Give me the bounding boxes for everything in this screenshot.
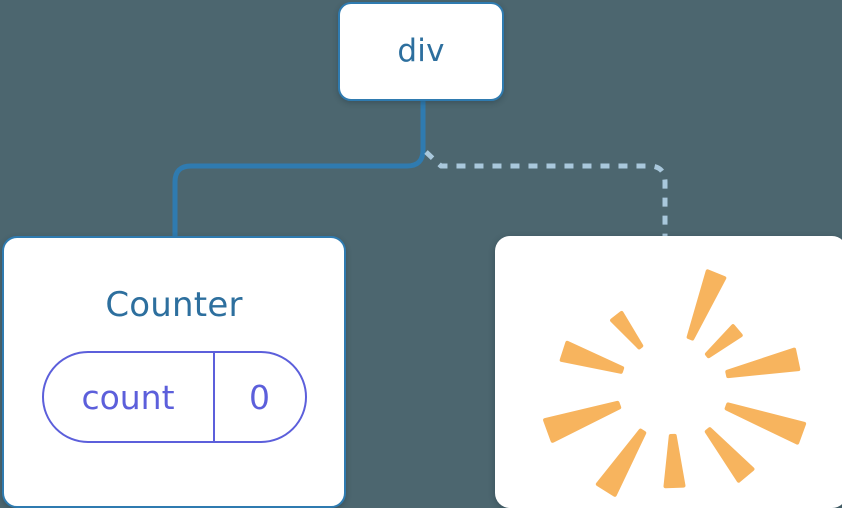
node-burst[interactable] (495, 236, 842, 508)
state-value-label: 0 (249, 377, 270, 417)
burst-ray-0 (686, 269, 727, 341)
node-div-label: div (397, 33, 445, 69)
burst-ray-6 (595, 428, 647, 497)
burst-ray-3 (724, 402, 807, 445)
burst-ray-2 (725, 347, 801, 379)
node-div[interactable]: div (338, 2, 504, 101)
node-counter-label: Counter (105, 285, 243, 325)
burst-ray-9 (610, 310, 644, 350)
burst-ray-4 (704, 427, 755, 483)
burst-ray-8 (559, 340, 625, 374)
node-counter[interactable]: Counter count 0 (2, 236, 346, 508)
edge-root-to-burst (424, 150, 668, 238)
sparkle-burst-icon (543, 269, 807, 497)
edge-root-to-counter (172, 101, 426, 238)
burst-ray-7 (543, 400, 622, 443)
burst-ray-1 (704, 324, 743, 359)
burst-ray-5 (663, 433, 686, 489)
state-pill-count[interactable]: count 0 (41, 351, 307, 443)
state-key-label: count (44, 353, 215, 441)
